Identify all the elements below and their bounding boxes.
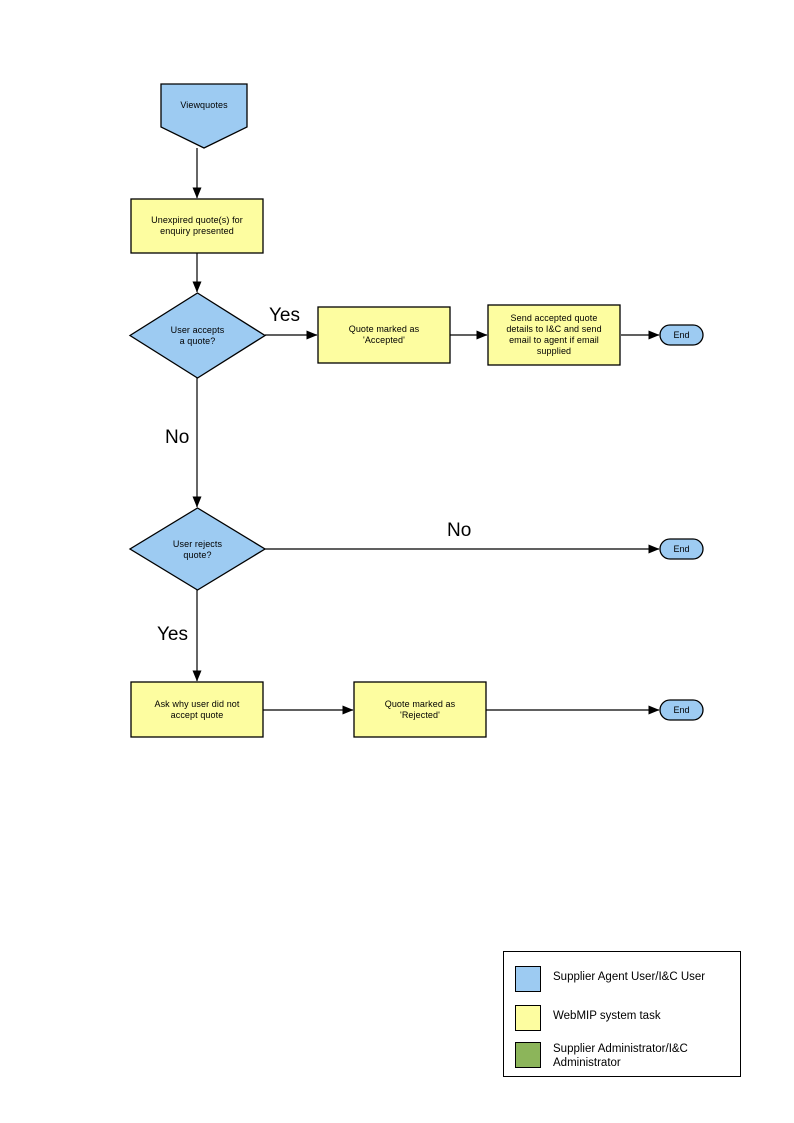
node-end-2-label: End (673, 543, 690, 554)
legend-item-supplier-agent: Supplier Agent User/I&C User (515, 966, 705, 992)
legend-item-supplier-administrator: Supplier Administrator/I&C Administrator (515, 1042, 688, 1070)
node-start-shape[interactable] (160, 83, 248, 149)
node-end-3-shape[interactable] (659, 699, 704, 721)
edge-label-yes-accept: Yes (269, 305, 300, 326)
legend-label-webmip-task: WebMIP system task (553, 1010, 661, 1022)
node-send-details-shape[interactable] (487, 304, 621, 366)
node-unexpired-shape[interactable] (130, 198, 264, 254)
legend-swatch-actor-blue (515, 966, 541, 992)
edge-label-no-accept: No (165, 427, 190, 448)
node-end-3-label: End (673, 704, 690, 715)
node-accepted-shape[interactable] (317, 306, 451, 364)
legend-label-supplier-agent: Supplier Agent User/I&C User (553, 971, 706, 983)
edge-label-yes-reject: Yes (157, 624, 188, 645)
node-ask-why-shape[interactable] (130, 681, 264, 738)
node-rejected-shape[interactable] (353, 681, 487, 738)
node-rejects-shape[interactable] (128, 507, 267, 591)
node-end-1-label: End (673, 329, 690, 340)
legend-swatch-admin-green (515, 1042, 541, 1068)
node-accepts-shape[interactable] (128, 292, 267, 379)
edge-label-no-reject: No (447, 520, 472, 541)
legend-swatch-system-yellow (515, 1005, 541, 1031)
node-end-1-shape[interactable] (659, 324, 704, 346)
node-end-2-shape[interactable] (659, 538, 704, 560)
legend-item-webmip-task: WebMIP system task (515, 1005, 661, 1031)
legend-label-supplier-administrator: Supplier Administrator/I&C Administrator (553, 1043, 688, 1069)
legend-panel: Supplier Agent User/I&C User WebMIP syst… (503, 951, 741, 1077)
